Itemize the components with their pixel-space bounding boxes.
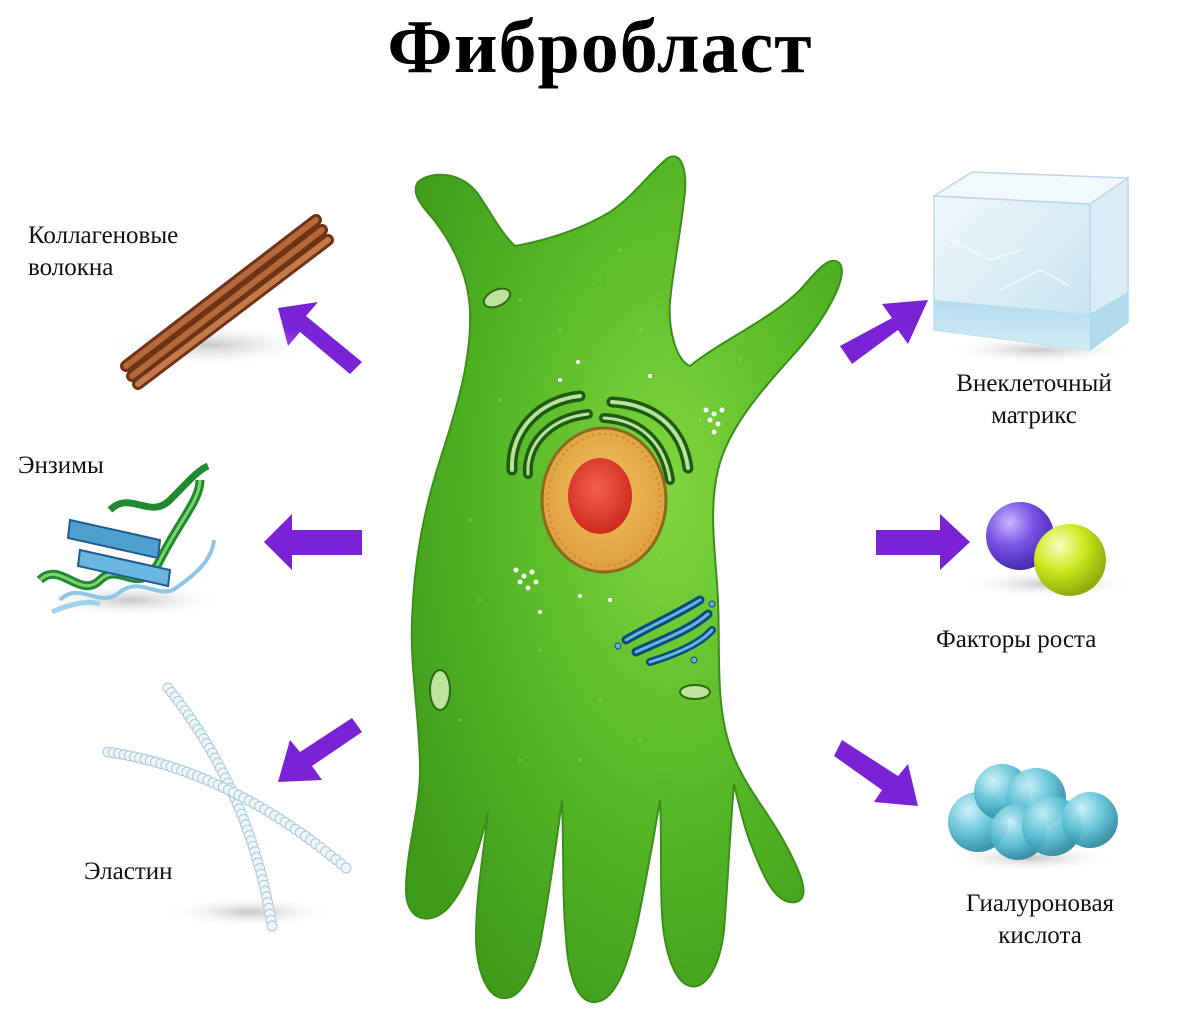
- arrow-to-collagen: [278, 302, 362, 374]
- fibroblast-cell: [404, 155, 843, 1004]
- elastin-bead: [266, 920, 278, 932]
- extracellular-matrix-cube-icon: [931, 171, 1140, 364]
- collagen-fibers-icon: [100, 214, 334, 390]
- arrow-to-growth: [876, 514, 970, 570]
- golgi-apparatus: [614, 595, 716, 666]
- label-growth-factors: Факторы роста: [936, 624, 1096, 656]
- enzyme-protein-ribbon-icon: [30, 462, 230, 618]
- mitochondria: [429, 287, 711, 711]
- label-line: Внеклеточный: [956, 370, 1112, 397]
- arrows: [264, 300, 970, 806]
- label-line: Факторы роста: [936, 626, 1097, 653]
- arrow-to-enzymes: [264, 514, 362, 570]
- cell-body: [404, 155, 843, 1004]
- hyaluronic-acid-cluster-icon: [940, 764, 1120, 872]
- label-hyaluronic-acid: Гиалуроновая кислота: [940, 888, 1140, 952]
- label-line: кислота: [998, 922, 1082, 949]
- diagram-title: Фибробласт: [387, 5, 813, 89]
- label-line: Энзимы: [18, 452, 104, 479]
- vesicles: [513, 360, 725, 614]
- label-enzymes: Энзимы: [18, 450, 104, 482]
- label-line: матрикс: [991, 402, 1077, 429]
- arrow-to-elastin: [278, 718, 362, 782]
- label-line: Эластин: [84, 858, 173, 885]
- label-elastin: Эластин: [84, 856, 173, 888]
- endoplasmic-reticulum: [506, 390, 694, 485]
- nucleus: [540, 426, 668, 574]
- label-line: Гиалуроновая: [965, 890, 1115, 917]
- elastin-bead: [340, 862, 352, 874]
- arrow-to-hyaluronic: [834, 740, 918, 806]
- arrow-to-ecm: [840, 300, 928, 364]
- label-line: Коллагеновые: [28, 222, 179, 249]
- nucleolus: [568, 458, 632, 534]
- label-line: волокна: [28, 254, 114, 281]
- growth-factor-spheres-icon: [958, 502, 1138, 598]
- label-ecm: Внеклеточный матрикс: [934, 368, 1134, 432]
- label-collagen: Коллагеновые волокна: [28, 220, 178, 284]
- elastin-chains-icon: [102, 682, 352, 932]
